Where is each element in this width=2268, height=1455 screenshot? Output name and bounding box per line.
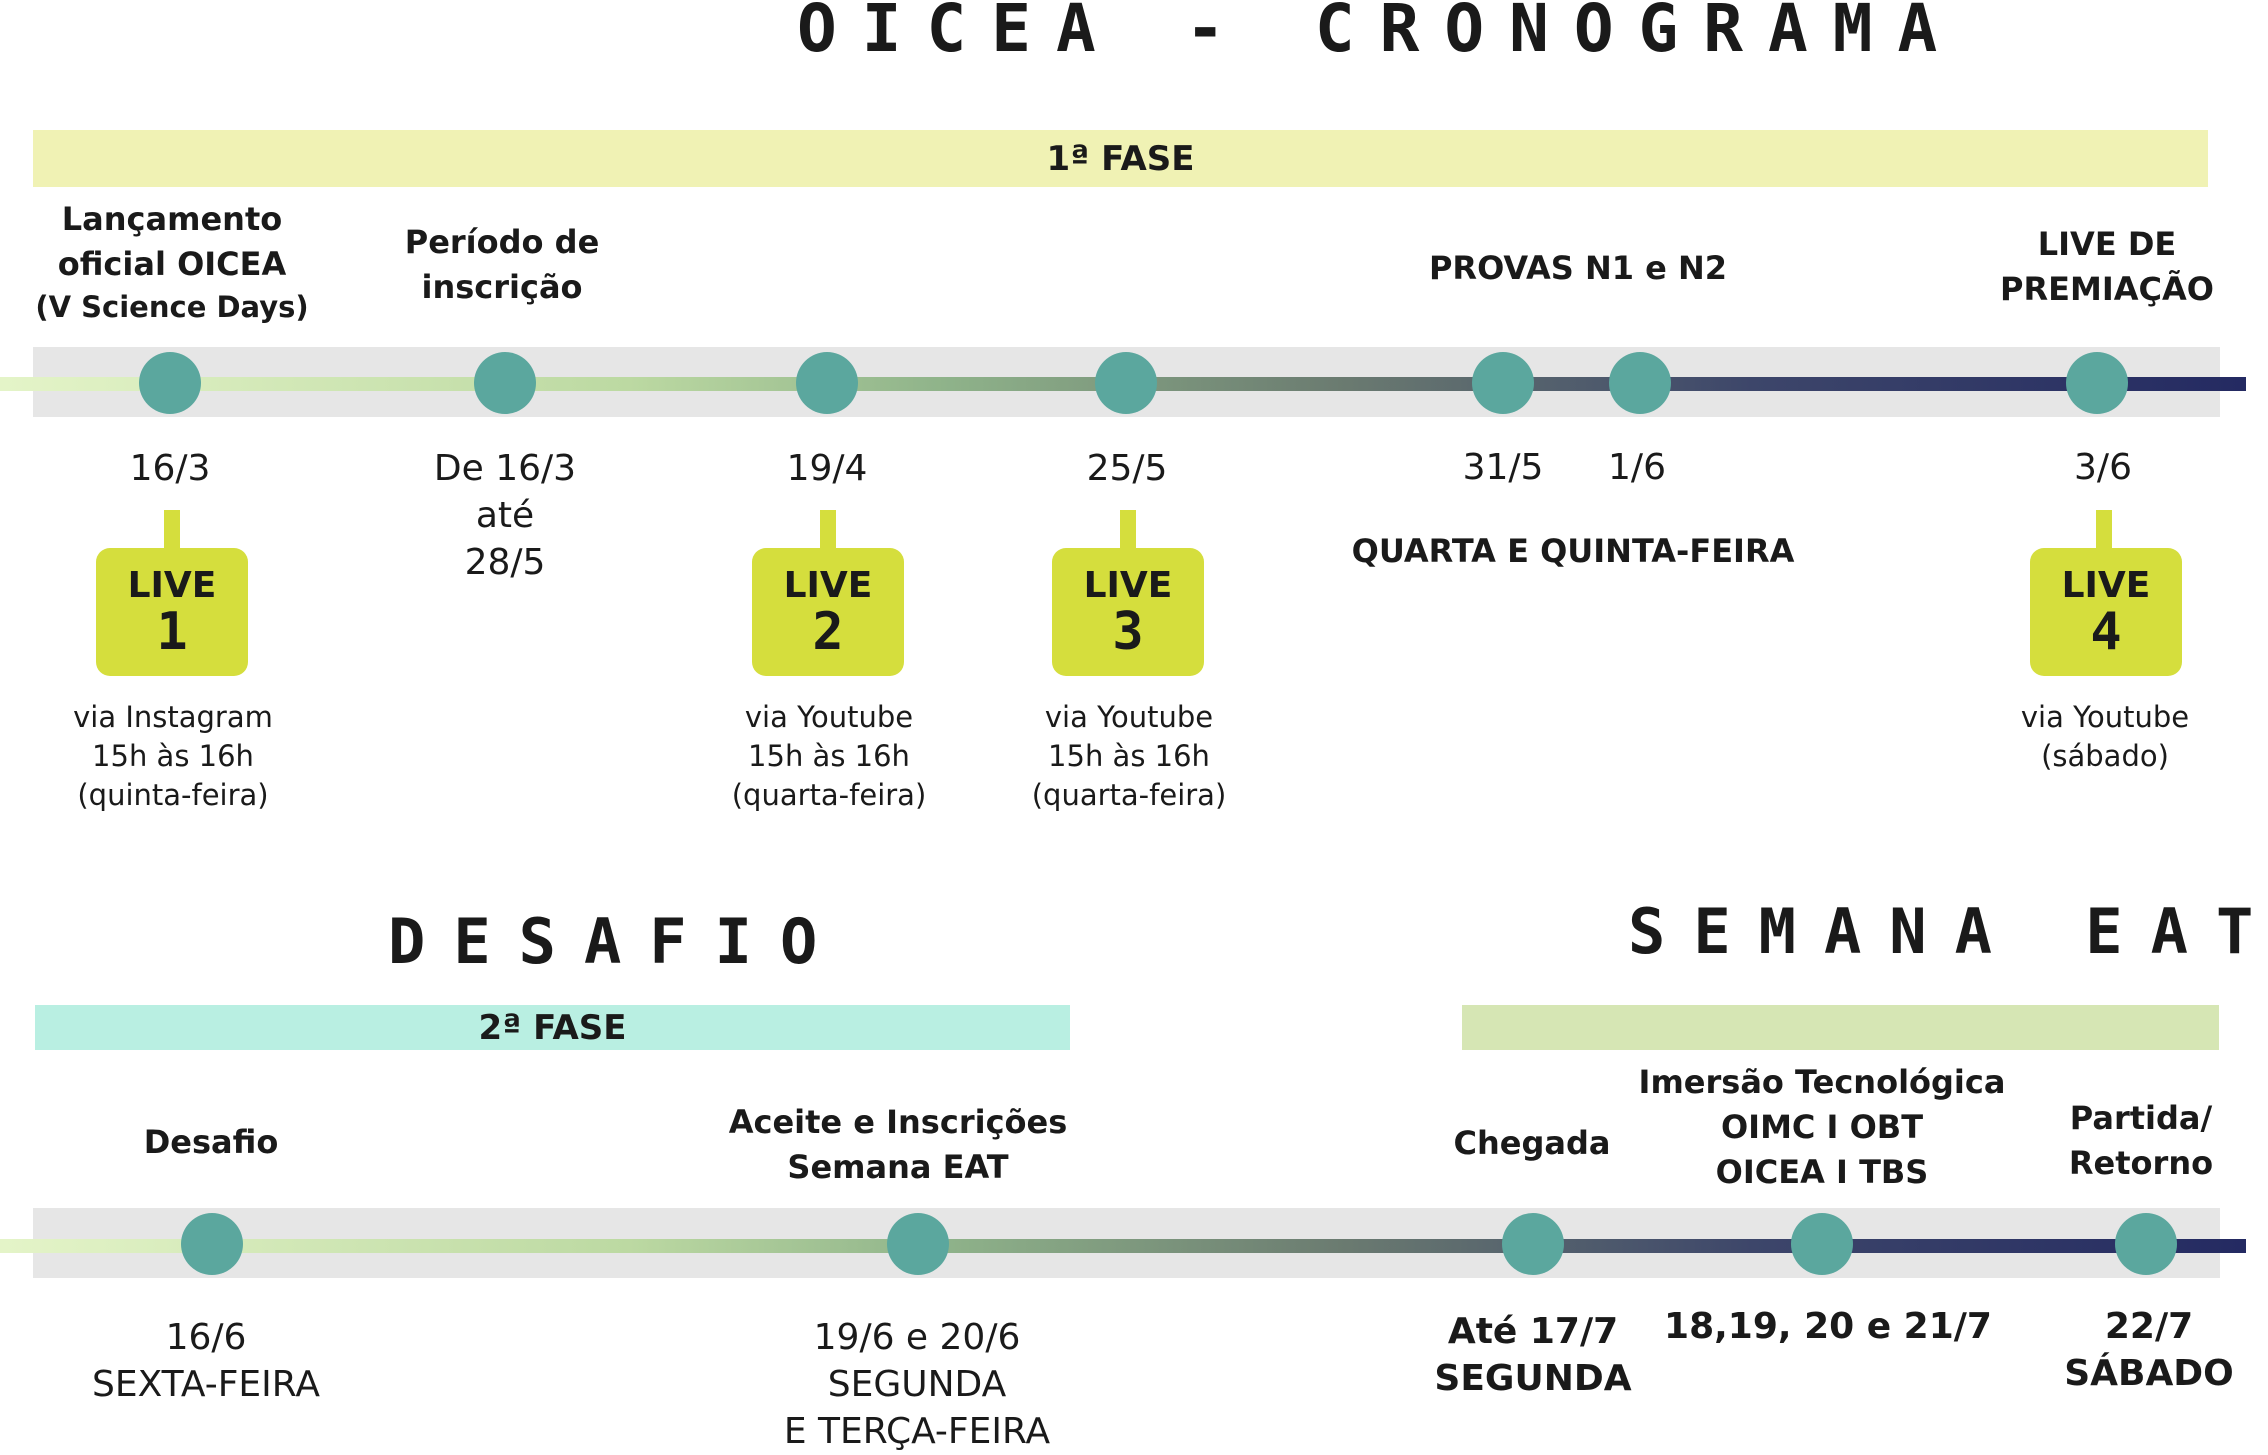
date-19-4: 19/4 — [786, 448, 868, 489]
label-lancamento: Lançamento oficial OICEA (V Science Days… — [35, 200, 309, 324]
date-3-6: 3/6 — [2074, 447, 2132, 488]
semana-eat-band — [1462, 1005, 2219, 1050]
live1-box: LIVE 1 — [96, 548, 248, 676]
date-desafio: 16/6 SEXTA-FEIRA — [92, 1317, 320, 1405]
timeline2-node-desafio — [181, 1213, 243, 1275]
timeline1-node-5 — [1472, 352, 1534, 414]
phase2-label: 2ª FASE — [478, 1007, 627, 1048]
label-partida: Partida/ Retorno — [2068, 1099, 2214, 1182]
date-periodo: De 16/3 até 28/5 — [433, 448, 577, 583]
timeline1-node-4 — [1095, 352, 1157, 414]
live4-details: via Youtube (sábado) — [2020, 700, 2190, 773]
live2-details: via Youtube 15h às 16h (quarta-feira) — [731, 700, 927, 812]
timeline1-node-6 — [1609, 352, 1671, 414]
date-partida: 22/7 SÁBADO — [2064, 1306, 2234, 1394]
live3-stem — [1120, 510, 1136, 550]
date-1-6: 1/6 — [1608, 447, 1666, 488]
live4-box: LIVE 4 — [2030, 548, 2182, 676]
timeline1-node-2 — [474, 352, 536, 414]
date-imersao: 18,19, 20 e 21/7 — [1664, 1306, 1992, 1347]
timeline1-node-3 — [796, 352, 858, 414]
live2-box: LIVE 2 — [752, 548, 904, 676]
label-periodo-inscricao: Período de inscrição — [404, 223, 600, 306]
label-chegada: Chegada — [1453, 1124, 1611, 1162]
timeline2-node-partida — [2115, 1213, 2177, 1275]
date-aceite: 19/6 e 20/6 SEGUNDA E TERÇA-FEIRA — [783, 1317, 1051, 1452]
phase1-band: 1ª FASE — [33, 130, 2208, 187]
date-25-5: 25/5 — [1086, 448, 1168, 489]
provas-days: QUARTA E QUINTA-FEIRA — [1351, 532, 1795, 570]
timeline2-node-chegada — [1502, 1213, 1564, 1275]
live4-stem — [2096, 510, 2112, 550]
timeline1-node-1 — [139, 352, 201, 414]
label-desafio: Desafio — [143, 1123, 279, 1161]
label-provas: PROVAS N1 e N2 — [1428, 249, 1728, 287]
date-31-5: 31/5 — [1462, 447, 1544, 488]
label-aceite: Aceite e Inscrições Semana EAT — [728, 1103, 1068, 1186]
date-16-3: 16/3 — [129, 448, 211, 489]
phase2-band: 2ª FASE — [35, 1005, 1070, 1050]
live3-box: LIVE 3 — [1052, 548, 1204, 676]
phase1-label: 1ª FASE — [1046, 138, 1195, 179]
main-title: OICEA - CRONOGRAMA — [797, 0, 1963, 67]
timeline2-line — [0, 1239, 2246, 1253]
live1-stem — [164, 510, 180, 550]
live1-details: via Instagram 15h às 16h (quinta-feira) — [73, 700, 273, 812]
live2-stem — [820, 510, 836, 550]
label-imersao: Imersão Tecnológica OIMC I OBT OICEA I T… — [1638, 1063, 2006, 1191]
timeline2-node-imersao — [1791, 1213, 1853, 1275]
date-chegada: Até 17/7 SEGUNDA — [1434, 1311, 1632, 1399]
timeline1-node-7 — [2066, 352, 2128, 414]
desafio-title: DESAFIO — [388, 905, 846, 978]
semana-eat-title: SEMANA EAT — [1628, 895, 2268, 968]
label-live-premiacao: LIVE DE PREMIAÇÃO — [2000, 225, 2214, 308]
live3-details: via Youtube 15h às 16h (quarta-feira) — [1031, 700, 1227, 812]
timeline2-node-aceite — [887, 1213, 949, 1275]
